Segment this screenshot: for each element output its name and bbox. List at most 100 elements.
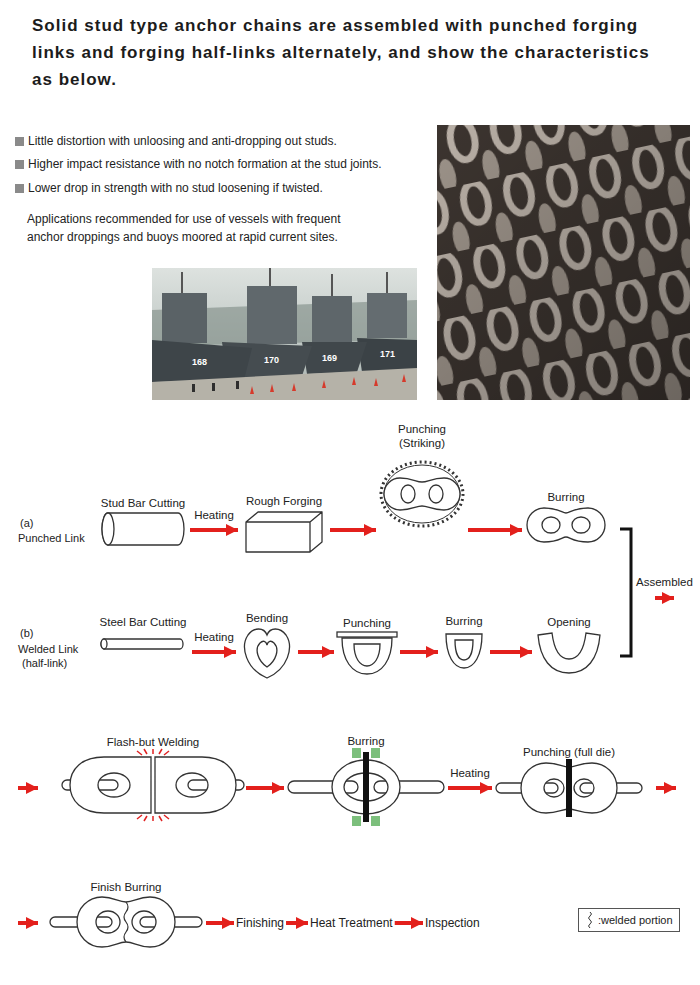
edge-label: Heating bbox=[193, 630, 235, 644]
process-step: Opening bbox=[534, 615, 604, 677]
assembled-label: Assembled bbox=[636, 574, 693, 590]
ship-photo-part bbox=[322, 380, 326, 388]
legend-row: :welded portion bbox=[585, 912, 673, 928]
step-illustration-part bbox=[371, 748, 380, 758]
step-illustration bbox=[96, 629, 190, 659]
process-step: Finish Burring bbox=[48, 880, 204, 950]
step-label: Punching (Striking) bbox=[378, 422, 466, 450]
process-step: Punching (full die) bbox=[494, 745, 644, 817]
assembly-bracket bbox=[620, 529, 631, 656]
hull-number: 169 bbox=[322, 350, 337, 366]
row-name: Welded Link bbox=[18, 641, 78, 657]
step-illustration-part bbox=[342, 638, 392, 674]
flow-arrow bbox=[400, 650, 438, 654]
step-label: Opening bbox=[534, 615, 604, 629]
step-illustration bbox=[98, 510, 188, 548]
legend-symbol-part bbox=[585, 912, 595, 928]
flow-arrow bbox=[655, 596, 674, 600]
step-illustration-part bbox=[101, 639, 107, 649]
process-step: Inspection bbox=[425, 916, 480, 930]
process-step: Steel Bar Cutting bbox=[96, 615, 190, 659]
flow-arrow bbox=[395, 921, 423, 925]
chain-photo-part bbox=[437, 125, 690, 400]
step-label: Punching bbox=[336, 616, 398, 630]
hull-number: 170 bbox=[264, 352, 279, 368]
flow-arrow bbox=[286, 921, 308, 925]
process-step: Burring bbox=[286, 734, 446, 826]
step-illustration-part bbox=[440, 628, 488, 674]
edge-label: Heating bbox=[449, 766, 491, 780]
step-illustration-part bbox=[96, 629, 190, 659]
ship-photo-part bbox=[269, 268, 271, 286]
step-illustration-part bbox=[363, 752, 369, 822]
ship-photo-part bbox=[236, 381, 239, 389]
step-illustration-part bbox=[352, 748, 361, 758]
step-illustration bbox=[336, 630, 398, 680]
bullet-square bbox=[15, 137, 24, 146]
process-step: Bending bbox=[238, 611, 296, 681]
edge-label: Heating bbox=[193, 508, 235, 522]
ship-photo-part bbox=[367, 293, 407, 338]
step-illustration-part bbox=[374, 781, 444, 793]
ship-photo-part bbox=[247, 286, 297, 344]
step-label: Burring bbox=[524, 490, 608, 504]
step-illustration-part bbox=[137, 751, 142, 755]
step-illustration-part bbox=[155, 757, 236, 813]
step-label: Finish Burring bbox=[48, 880, 204, 894]
bullet-square bbox=[15, 184, 24, 193]
process-step: Punching (Striking) bbox=[378, 422, 466, 534]
step-label: Bending bbox=[238, 611, 296, 625]
step-illustration-part bbox=[401, 485, 415, 503]
step-illustration-part bbox=[102, 513, 114, 545]
ship-photo bbox=[152, 268, 417, 400]
ship-photo-part bbox=[292, 383, 296, 391]
step-illustration-part bbox=[98, 510, 188, 548]
step-illustration-part bbox=[542, 517, 560, 533]
flow-arrow bbox=[656, 786, 676, 790]
step-illustration-part bbox=[238, 625, 296, 681]
step-illustration-part bbox=[527, 508, 605, 542]
step-illustration-part bbox=[124, 902, 128, 942]
step-illustration-part bbox=[572, 517, 590, 533]
step-illustration-part bbox=[159, 749, 162, 754]
flow-arrow bbox=[448, 786, 492, 790]
step-illustration-part bbox=[288, 781, 358, 793]
row-tag: (a) bbox=[20, 515, 33, 531]
step-illustration bbox=[494, 759, 644, 817]
ship-photo-part bbox=[192, 381, 239, 392]
ship-photo-part bbox=[270, 384, 274, 392]
step-illustration bbox=[62, 749, 244, 821]
process-step: Stud Bar Cutting bbox=[98, 496, 188, 548]
ship-photo-part bbox=[250, 374, 406, 394]
step-illustration-part bbox=[144, 816, 147, 821]
ship-photo-part bbox=[192, 384, 195, 392]
page-title: Solid stud type anchor chains are assemb… bbox=[32, 12, 672, 93]
step-illustration-part bbox=[48, 894, 204, 950]
step-illustration-part bbox=[246, 512, 322, 552]
step-label: Steel Bar Cutting bbox=[96, 615, 190, 629]
step-illustration bbox=[286, 748, 446, 826]
application-note: Applications recommended for use of vess… bbox=[27, 210, 377, 246]
chain-photo-part bbox=[437, 125, 690, 400]
legend-box: :welded portion bbox=[578, 908, 680, 932]
step-illustration bbox=[238, 625, 296, 681]
step-label: Punching (full die) bbox=[494, 745, 644, 759]
step-label: Heat Treatment bbox=[310, 916, 393, 930]
ship-photo-part bbox=[312, 296, 352, 342]
step-label: Flash-but Welding bbox=[62, 735, 244, 749]
ship-photo-part bbox=[181, 272, 183, 293]
step-illustration-part bbox=[152, 816, 154, 821]
step-illustration-part bbox=[77, 897, 175, 947]
step-illustration-part bbox=[137, 815, 142, 819]
ship-photo-part bbox=[352, 377, 356, 385]
step-illustration-part bbox=[337, 632, 397, 637]
step-illustration-part bbox=[446, 634, 482, 668]
feature-bullet: Little distortion with unloosing and ant… bbox=[28, 133, 337, 149]
step-illustration-part bbox=[286, 748, 446, 826]
step-illustration-part bbox=[144, 749, 147, 754]
flow-arrow bbox=[468, 528, 522, 532]
process-step: Punching bbox=[336, 616, 398, 680]
flow-arrow bbox=[18, 786, 38, 790]
ship-photo-part bbox=[331, 274, 333, 296]
